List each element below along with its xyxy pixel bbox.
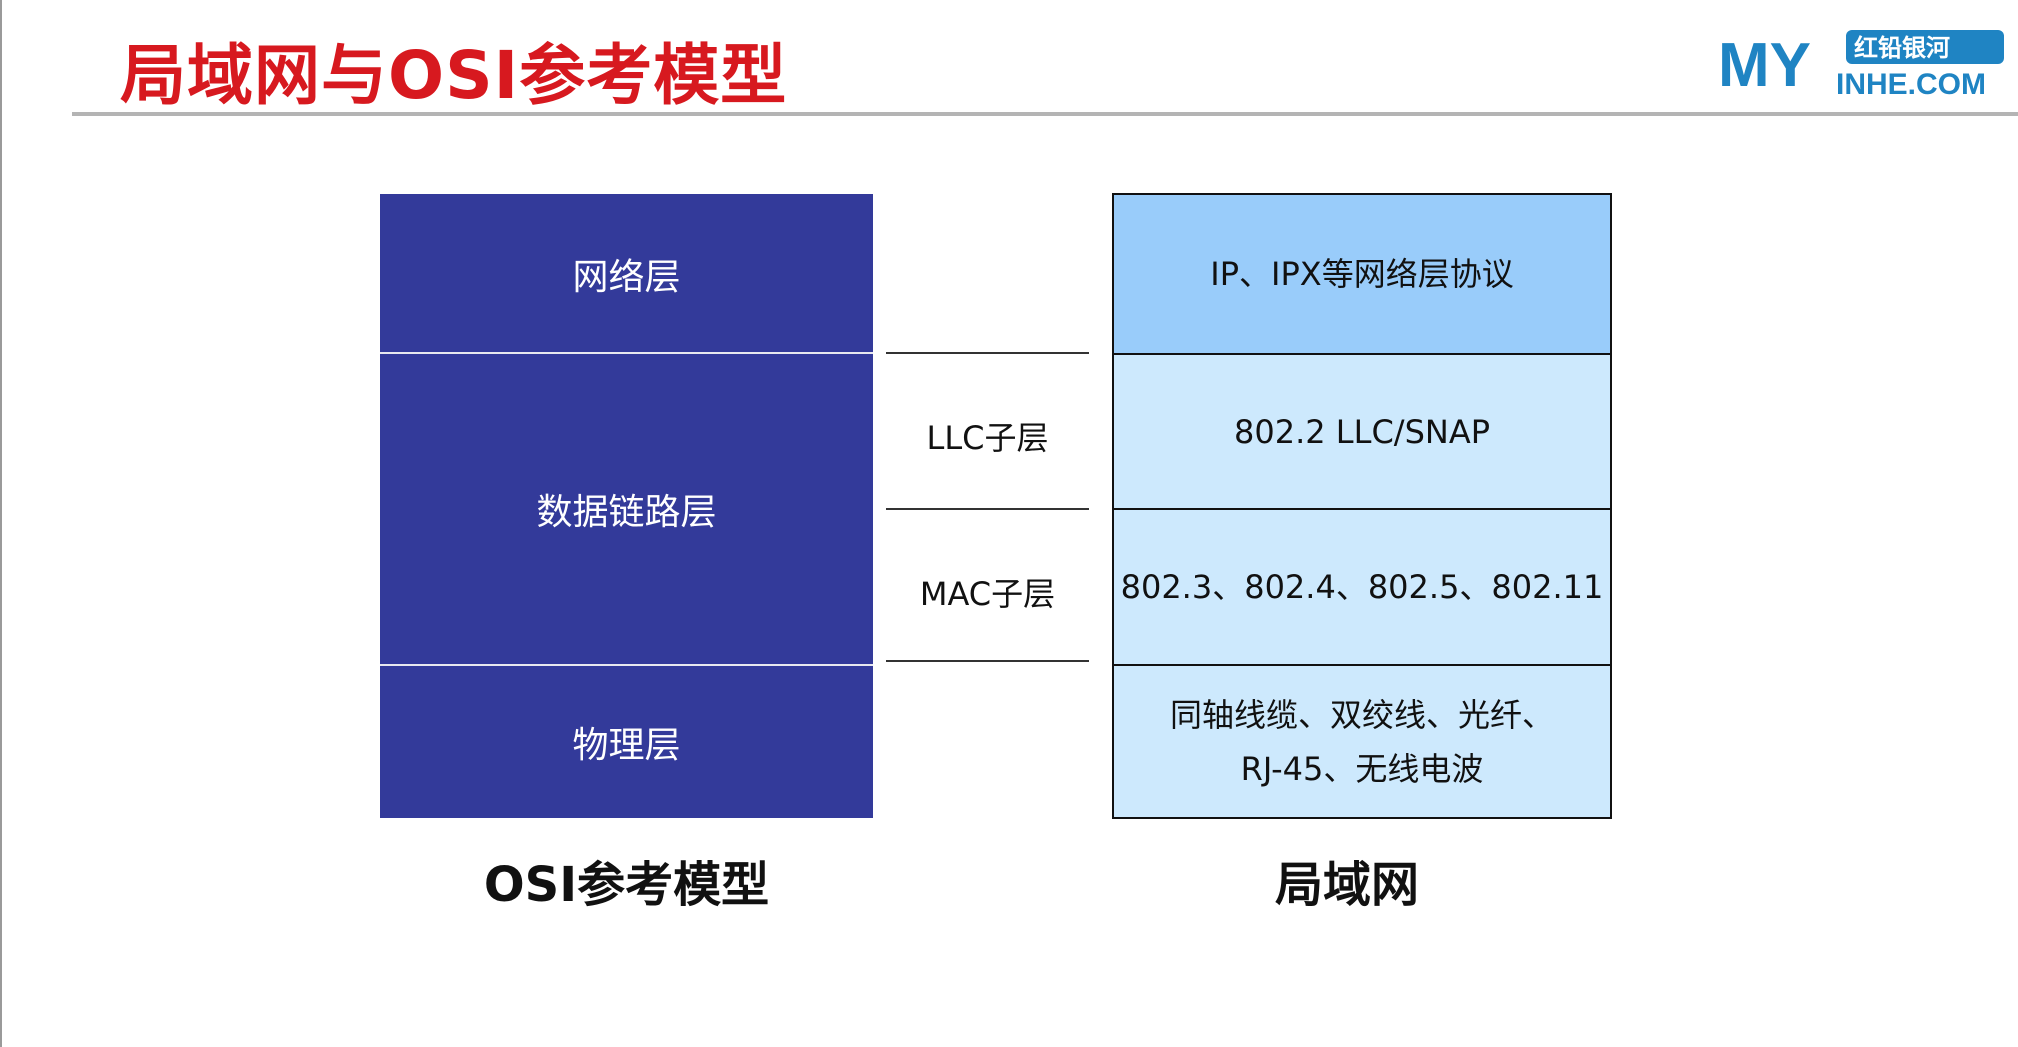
sublayer-top-line: [886, 352, 1089, 354]
lan-separator: [1112, 353, 1612, 355]
llc-sublayer-label: LLC子层: [926, 418, 1049, 457]
osi-datalink-layer: 数据链路层: [380, 354, 873, 664]
sublayer-bottom-line: [886, 660, 1089, 662]
slide-left-border: [0, 0, 2, 1047]
osi-caption: OSI参考模型: [483, 857, 770, 913]
logo-badge-text: 红铅银河: [1854, 34, 1950, 62]
lan-mac-standards: 802.3、802.4、802.5、802.11: [1114, 510, 1610, 664]
sublayer-middle-line: [886, 508, 1089, 510]
mac-sublayer-label: MAC子层: [919, 574, 1056, 613]
lan-physical-media-line2: RJ-45、无线电波: [1240, 749, 1484, 788]
logo-main-text: MY: [1718, 31, 1811, 100]
lan-column-border: [1112, 193, 1612, 819]
osi-separator: [380, 664, 873, 666]
osi-network-layer: 网络层: [380, 194, 873, 353]
lan-network-protocols: IP、IPX等网络层协议: [1114, 195, 1610, 353]
osi-separator: [380, 352, 873, 354]
lan-caption: 局域网: [1274, 857, 1419, 913]
slide-title: 局域网与OSI参考模型: [120, 37, 788, 114]
osi-physical-layer: 物理层: [380, 666, 873, 818]
title-divider: [72, 112, 2018, 116]
lan-separator: [1112, 664, 1612, 666]
brand-logo: MY 红铅银河 INHE.COM: [1718, 30, 2004, 100]
lan-separator: [1112, 508, 1612, 510]
lan-physical-media-line1: 同轴线缆、双绞线、光纤、: [1169, 695, 1554, 734]
logo-sub-text: INHE.COM: [1836, 68, 1986, 100]
lan-physical-media: 同轴线缆、双绞线、光纤、 RJ-45、无线电波: [1114, 666, 1610, 817]
lan-llc-standard: 802.2 LLC/SNAP: [1114, 355, 1610, 508]
logo-badge: [1846, 30, 2004, 64]
